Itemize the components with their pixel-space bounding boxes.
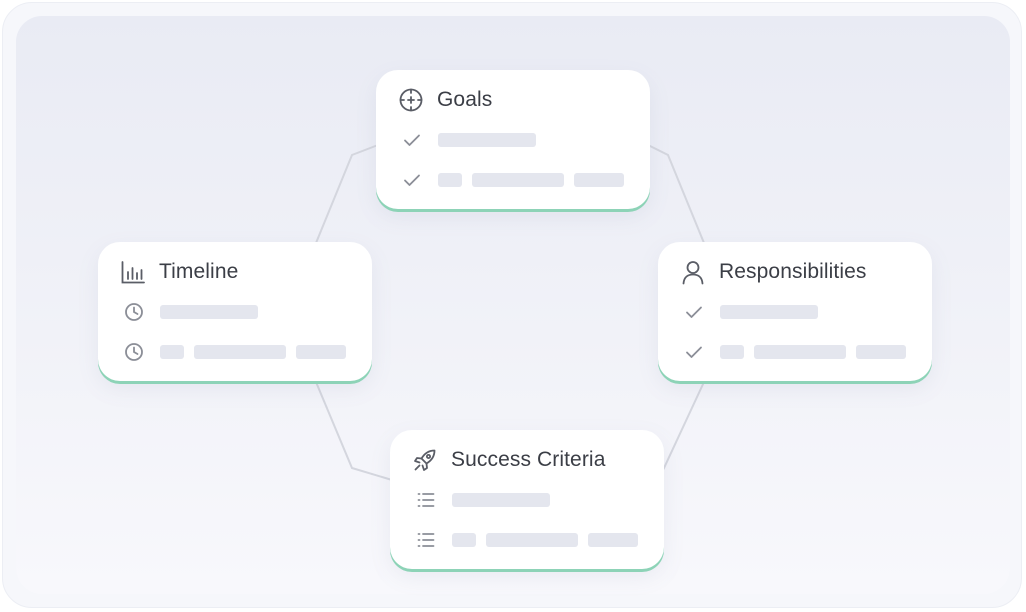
responsibilities-row-1 [684, 302, 818, 322]
check-icon [402, 170, 422, 190]
placeholder-bar [856, 345, 906, 359]
placeholder-bar [452, 533, 476, 547]
placeholder-bar [438, 133, 536, 147]
responsibilities-card[interactable]: Responsibilities [658, 242, 932, 381]
connector-timeline-success [315, 381, 393, 481]
placeholder-bar [160, 345, 184, 359]
check-icon [684, 342, 704, 362]
placeholder-bar [472, 173, 564, 187]
check-icon [684, 302, 704, 322]
connector-goals-responsibilities [647, 144, 705, 244]
responsibilities-title: Responsibilities [719, 260, 867, 283]
placeholder-bar [296, 345, 346, 359]
success-criteria-card[interactable]: Success Criteria [390, 430, 664, 569]
placeholder-bar [574, 173, 624, 187]
timeline-header: Timeline [120, 259, 238, 285]
responsibilities-row-2 [684, 342, 906, 362]
timeline-row-1 [124, 302, 258, 322]
placeholder-bar [720, 345, 744, 359]
success-criteria-header: Success Criteria [412, 447, 605, 473]
crosshair-icon [398, 87, 424, 113]
success-criteria-title: Success Criteria [451, 448, 606, 471]
goals-header: Goals [398, 87, 492, 113]
connector-goals-timeline [315, 144, 379, 244]
clock-icon [124, 302, 144, 322]
placeholder-bar [486, 533, 578, 547]
list-icon [416, 530, 436, 550]
placeholder-bar [194, 345, 286, 359]
placeholder-bar [754, 345, 846, 359]
clock-icon [124, 342, 144, 362]
check-icon [402, 130, 422, 150]
goals-row-1 [402, 130, 536, 150]
placeholder-bar [438, 173, 462, 187]
goals-title: Goals [437, 88, 493, 111]
placeholder-bar [452, 493, 550, 507]
bar-chart-icon [120, 259, 146, 285]
timeline-title: Timeline [159, 260, 239, 283]
rocket-icon [412, 447, 438, 473]
goals-row-2 [402, 170, 624, 190]
responsibilities-header: Responsibilities [680, 259, 867, 285]
goals-card[interactable]: Goals [376, 70, 650, 209]
placeholder-bar [160, 305, 258, 319]
timeline-card[interactable]: Timeline [98, 242, 372, 381]
timeline-row-2 [124, 342, 346, 362]
placeholder-bar [588, 533, 638, 547]
user-icon [680, 259, 706, 285]
placeholder-bar [720, 305, 818, 319]
success-criteria-row-2 [416, 530, 638, 550]
success-criteria-row-1 [416, 490, 550, 510]
connector-responsibilities-success [659, 381, 705, 476]
list-icon [416, 490, 436, 510]
